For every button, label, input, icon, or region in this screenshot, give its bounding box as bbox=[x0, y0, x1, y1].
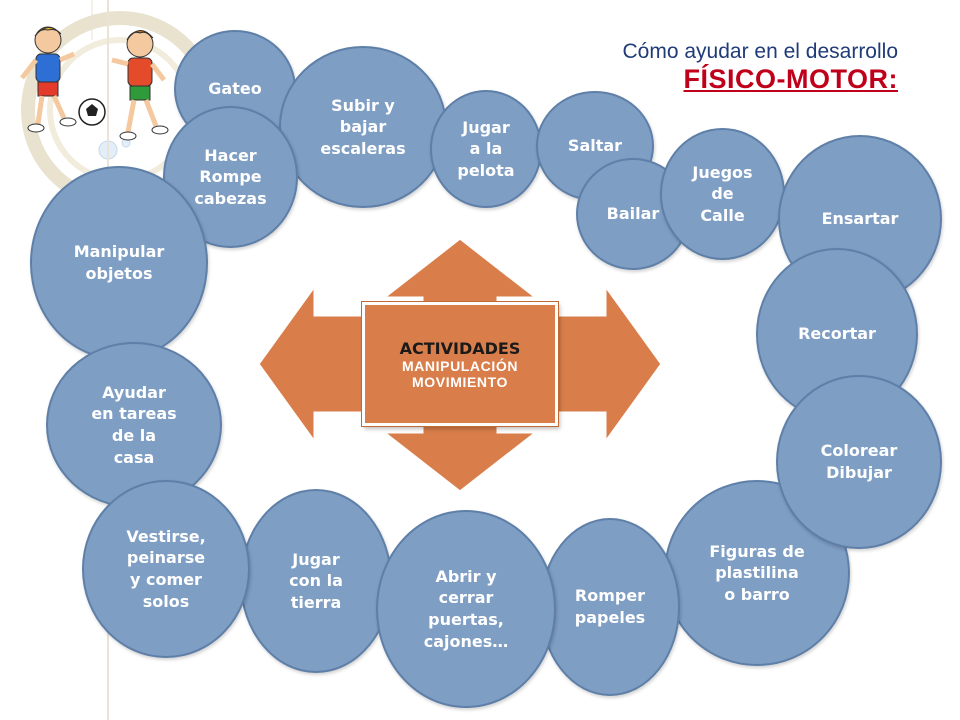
title-line2: FÍSICO-MOTOR: bbox=[683, 64, 898, 94]
bubble-colorear-dibujar: Colorear Dibujar bbox=[776, 375, 942, 549]
bubble-manipular-objetos: Manipular objetos bbox=[30, 166, 208, 360]
bubble-subir-escaleras: Subir y bajar escaleras bbox=[279, 46, 447, 208]
bubble-ayudar-tareas: Ayudar en tareas de la casa bbox=[46, 342, 222, 508]
title-line1: Cómo ayudar en el desarrollo bbox=[622, 40, 898, 63]
center-title: ACTIVIDADES bbox=[399, 338, 521, 358]
title-block: Cómo ayudar en el desarrollo FÍSICO-MOTO… bbox=[623, 40, 898, 95]
center-line1: MANIPULACIÓN bbox=[401, 357, 519, 374]
center-line2: MOVIMIENTO bbox=[412, 373, 508, 390]
bubble-vestirse: Vestirse, peinarse y comer solos bbox=[82, 480, 250, 658]
bubble-abrir-cerrar: Abrir y cerrar puertas, cajones… bbox=[376, 510, 556, 708]
bubble-juegos-de-calle: Juegos de Calle bbox=[660, 128, 785, 260]
kids-playing-illustration bbox=[20, 26, 169, 141]
bubble-romper-papeles: Romper papeles bbox=[540, 518, 680, 696]
bubble-jugar-pelota: Jugar a la pelota bbox=[430, 90, 542, 208]
center-box: ACTIVIDADES MANIPULACIÓN MOVIMIENTO bbox=[362, 302, 558, 426]
bubble-jugar-tierra: Jugar con la tierra bbox=[240, 489, 392, 673]
